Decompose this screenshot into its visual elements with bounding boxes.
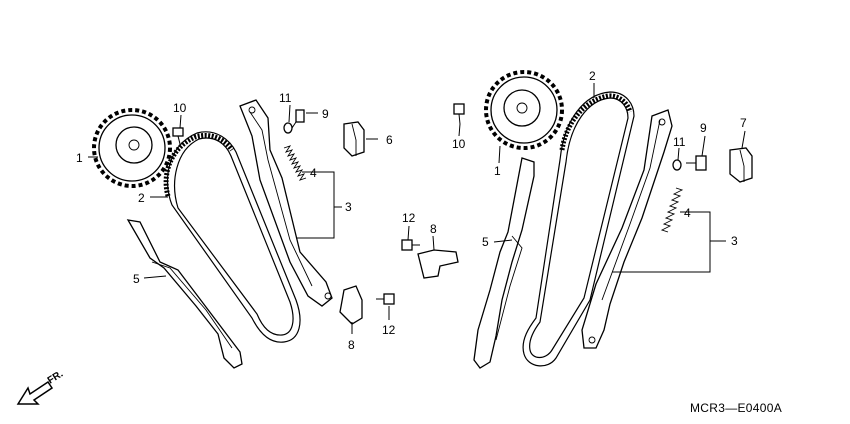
right-callout-5: 5 [482, 235, 489, 249]
left-bolt-10[interactable] [172, 127, 184, 145]
left-callout-2: 2 [138, 191, 145, 205]
left-callout-12: 12 [382, 323, 396, 337]
right-chain-guide[interactable] [473, 157, 535, 369]
callout-numbers: 1 2 3 4 5 6 8 9 10 11 12 8 12 1 2 3 4 5 … [76, 69, 747, 352]
right-callout-7: 7 [740, 116, 747, 130]
left-bolt-12[interactable] [376, 293, 395, 305]
left-callout-11: 11 [279, 91, 292, 105]
diagram-code: MCR3—E0400A [690, 401, 782, 415]
left-callout-8: 8 [348, 338, 355, 352]
right-spring[interactable] [660, 187, 684, 233]
left-washer-11[interactable] [283, 122, 293, 134]
right-callout-4: 4 [684, 206, 691, 220]
right-callout-9: 9 [700, 121, 707, 135]
right-tensioner[interactable] [581, 109, 673, 349]
left-spring[interactable] [283, 145, 307, 181]
left-chain-guide[interactable] [126, 219, 243, 369]
right-bolt-9[interactable] [686, 155, 707, 171]
middle-leader-12 [407, 225, 410, 241]
left-callout-3: 3 [345, 200, 352, 214]
left-callout-1: 1 [76, 151, 83, 165]
right-callout-11: 11 [673, 135, 686, 149]
left-callout-4: 4 [310, 166, 317, 180]
left-callout-9: 9 [322, 107, 329, 121]
middle-parts [401, 225, 459, 279]
right-callout-3: 3 [731, 234, 738, 248]
left-assembly [92, 99, 395, 369]
right-callout-1: 1 [494, 164, 501, 178]
right-cam-sprocket[interactable] [484, 70, 564, 150]
left-bolt-9[interactable] [291, 109, 305, 129]
left-cam-chain[interactable] [163, 131, 301, 343]
right-washer-11[interactable] [672, 159, 682, 171]
right-assembly [453, 70, 753, 369]
middle-plate[interactable] [417, 249, 459, 279]
left-rubber-block[interactable] [343, 121, 365, 157]
middle-callout-12: 12 [402, 211, 416, 225]
right-rubber-block[interactable] [729, 147, 753, 183]
right-callout-2: 2 [589, 69, 596, 83]
left-leaders [88, 104, 390, 334]
left-plate[interactable] [339, 285, 363, 325]
left-callout-10: 10 [173, 101, 187, 115]
front-direction-arrow: FR. [16, 369, 65, 405]
right-cam-chain[interactable] [522, 91, 635, 367]
middle-callout-8: 8 [430, 222, 437, 236]
left-callout-6: 6 [386, 133, 393, 147]
middle-leader-8 [432, 235, 435, 251]
right-bolt-10[interactable] [453, 103, 465, 125]
right-leaders [458, 83, 746, 273]
middle-bolt-12[interactable] [401, 239, 420, 251]
left-tensioner[interactable] [239, 99, 333, 307]
left-cam-sprocket[interactable] [92, 108, 172, 188]
right-callout-10: 10 [452, 137, 466, 151]
left-callout-5: 5 [133, 272, 140, 286]
